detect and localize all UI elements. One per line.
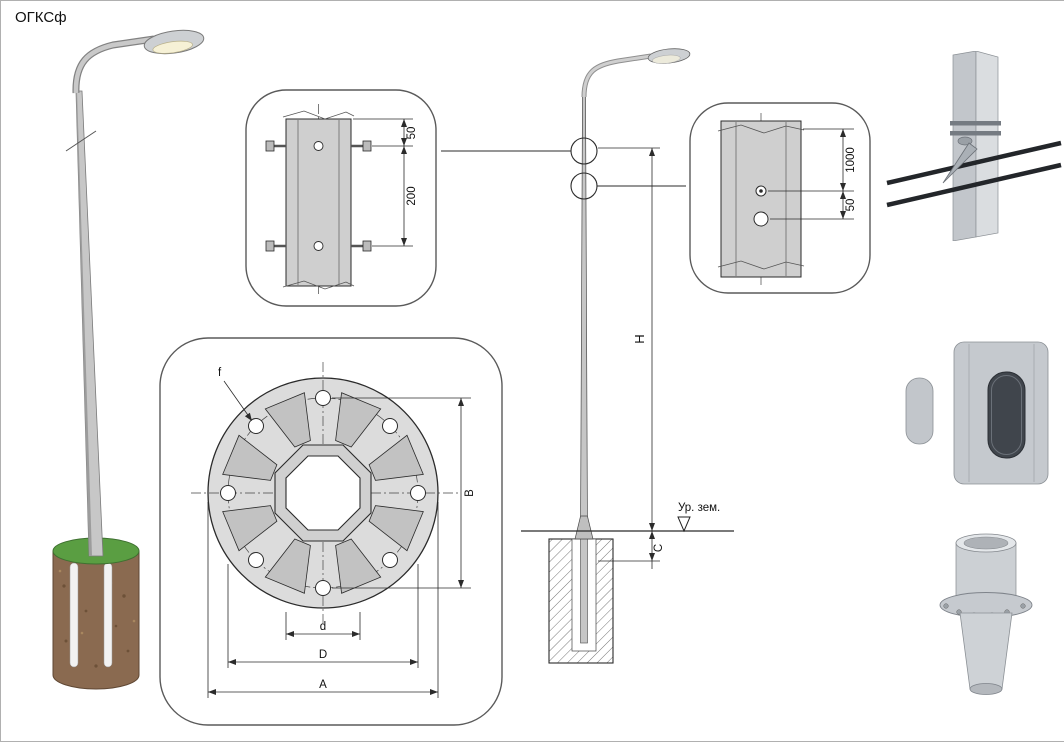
dim-200-label: 200 — [406, 186, 418, 205]
bolt-holes — [220, 390, 426, 596]
detail-terminal-callout: 1000 50 — [689, 102, 871, 294]
label-f: f — [218, 367, 252, 421]
dimension-H: H — [598, 147, 660, 531]
lamp-lens — [152, 40, 193, 54]
detail-top-mount-callout: 50 200 — [245, 89, 437, 307]
pole-3d-render — [52, 29, 205, 690]
callout-marker-upper — [570, 137, 598, 165]
dim-A-label: A — [319, 679, 327, 691]
dimension-d: d — [285, 612, 361, 640]
gusset-ribs — [222, 392, 424, 594]
pole-arm-3d — [72, 35, 155, 94]
dimension-C: C — [598, 531, 665, 569]
dimension-50: 50 — [770, 191, 857, 220]
dimension-B: B — [332, 397, 476, 589]
dim-H-label: H — [632, 334, 647, 343]
break-line-bottom — [282, 280, 355, 290]
anchor-slot-left — [69, 562, 79, 668]
break-line-bottom — [717, 260, 805, 270]
dim-50b-label: 50 — [845, 199, 857, 212]
accessory-band-clamp — [886, 51, 1062, 241]
arm-elevation — [581, 48, 691, 98]
mast-strip — [717, 120, 805, 278]
f-label: f — [218, 367, 222, 379]
dim-C-label: C — [653, 544, 665, 552]
cup-opening — [963, 536, 1009, 550]
lamp-head-elevation — [647, 48, 691, 64]
dimension-50: 50 — [353, 118, 418, 147]
lamp-head-3d — [143, 29, 205, 55]
terminal-bolt — [753, 185, 769, 227]
tube-octagon-hole — [285, 455, 361, 531]
drawing-title: ОГКСф — [15, 9, 67, 26]
break-line-top — [717, 124, 805, 134]
dim-1000-label: 1000 — [845, 147, 857, 173]
bolt-row-upper — [265, 140, 372, 152]
flange-plan — [191, 362, 458, 626]
pole-mast-3d — [65, 90, 104, 557]
break-line-top — [282, 110, 355, 120]
band-clamp — [942, 121, 1001, 184]
mast-section — [282, 110, 355, 290]
anchor-slot-right — [103, 562, 113, 668]
ground-label: Ур. зем. — [678, 502, 720, 514]
datum-triangle — [677, 516, 691, 533]
foundation-cylinder — [52, 537, 140, 690]
dimension-D: D — [227, 564, 419, 668]
dim-D-label: D — [319, 649, 327, 661]
dimension-1000: 1000 — [768, 128, 857, 192]
door-cover — [905, 377, 934, 445]
accessory-anchor-base — [939, 533, 1033, 695]
detail-flange-callout: f B d D — [159, 337, 503, 726]
dim-d-label: d — [320, 621, 326, 633]
drain-hole — [753, 211, 769, 227]
lower-body — [959, 612, 1013, 695]
door-opening — [987, 371, 1026, 459]
dim-50-label: 50 — [406, 127, 418, 140]
break-mark — [65, 130, 97, 152]
pole-prism — [952, 51, 999, 241]
base-flare — [574, 515, 594, 540]
dimension-200: 200 — [372, 146, 418, 247]
ground-level-mark: Ур. зем. — [677, 502, 720, 533]
accessory-access-door — [905, 341, 1049, 485]
dimension-A: A — [207, 502, 439, 698]
mast-elevation — [574, 95, 594, 644]
wedge-cone — [942, 142, 978, 184]
upper-cup — [955, 533, 1017, 602]
tension-rods — [886, 140, 1062, 208]
dim-B-label: B — [464, 489, 476, 497]
bolt-row-lower — [265, 240, 372, 252]
